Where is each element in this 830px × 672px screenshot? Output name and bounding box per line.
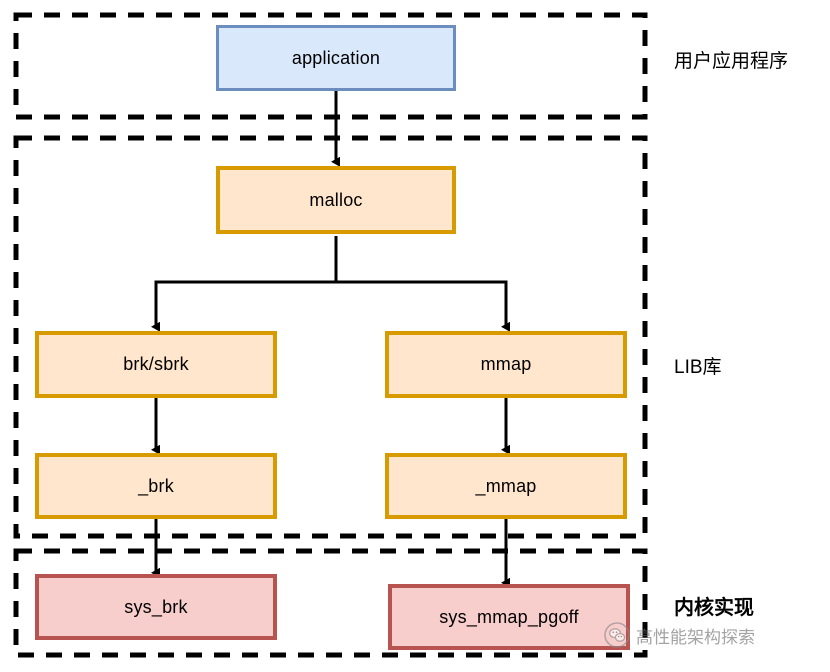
node-application[interactable]: application bbox=[216, 25, 456, 91]
node-application-label: application bbox=[291, 47, 381, 68]
node-brk-sbrk[interactable]: brk/sbrk bbox=[35, 331, 277, 398]
node-underscore-brk-label: _brk bbox=[138, 475, 174, 496]
zone-rect-user bbox=[13, 12, 648, 120]
zone-label-lib: LIB库 bbox=[674, 357, 722, 378]
node-sys-mmap-pgoff-label: sys_mmap_pgoff bbox=[439, 606, 579, 627]
node-malloc-label: malloc bbox=[309, 189, 363, 210]
node-mmap-label: mmap bbox=[480, 354, 532, 374]
node-malloc[interactable]: malloc bbox=[216, 166, 456, 234]
node-underscore-mmap[interactable]: _mmap bbox=[385, 453, 627, 519]
connector-malloc-to-brk bbox=[151, 236, 338, 332]
wechat-logo-icon bbox=[604, 622, 630, 648]
node-sys-brk[interactable]: sys_brk bbox=[35, 574, 277, 640]
node-brk-sbrk-label: brk/sbrk bbox=[123, 354, 189, 374]
node-sys-brk-label: sys_brk bbox=[124, 596, 188, 617]
node-underscore-brk[interactable]: _brk bbox=[35, 453, 277, 519]
node-sys-mmap-pgoff[interactable]: sys_mmap_pgoff bbox=[388, 584, 630, 650]
node-underscore-mmap-label: _mmap bbox=[475, 475, 537, 496]
node-mmap[interactable]: mmap bbox=[385, 331, 627, 398]
zone-label-kernel: 内核实现 bbox=[674, 597, 754, 619]
connector-malloc-to-mmap bbox=[334, 236, 510, 332]
zone-rect-kernel bbox=[13, 548, 648, 658]
watermark-text: 高性能架构探索 bbox=[636, 627, 755, 647]
zone-rect-lib bbox=[13, 135, 648, 539]
watermark: 高性能架构探索 bbox=[604, 622, 755, 648]
zone-label-user: 用户应用程序 bbox=[674, 51, 789, 72]
